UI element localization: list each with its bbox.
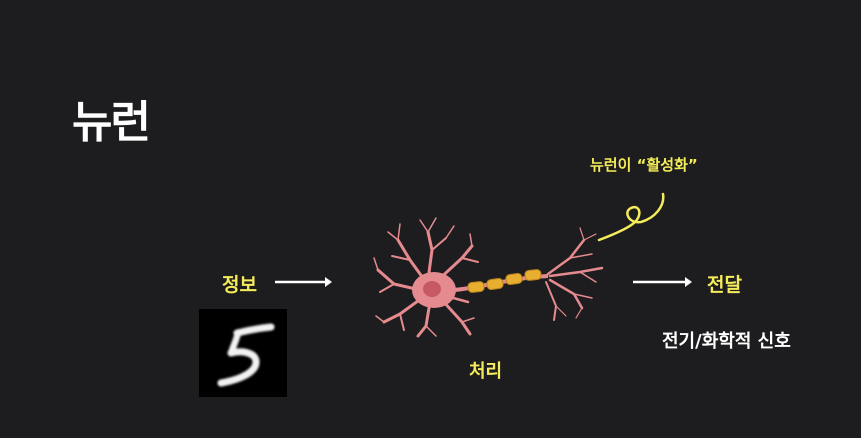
slide-title: 뉴런	[72, 97, 151, 148]
process-label: 처리	[469, 361, 503, 382]
activation-note: 뉴런이 “활성화”	[590, 156, 698, 174]
output-label: 전달	[707, 274, 742, 296]
activation-squiggle-icon	[597, 192, 665, 242]
digit-image	[199, 309, 287, 397]
signal-note: 전기/화학적 신호	[662, 331, 791, 352]
input-arrow-icon	[275, 277, 332, 287]
digit-five-icon	[217, 323, 275, 387]
neuron-illustration	[373, 217, 604, 338]
output-arrow-icon	[633, 277, 692, 287]
input-label: 정보	[222, 274, 257, 296]
